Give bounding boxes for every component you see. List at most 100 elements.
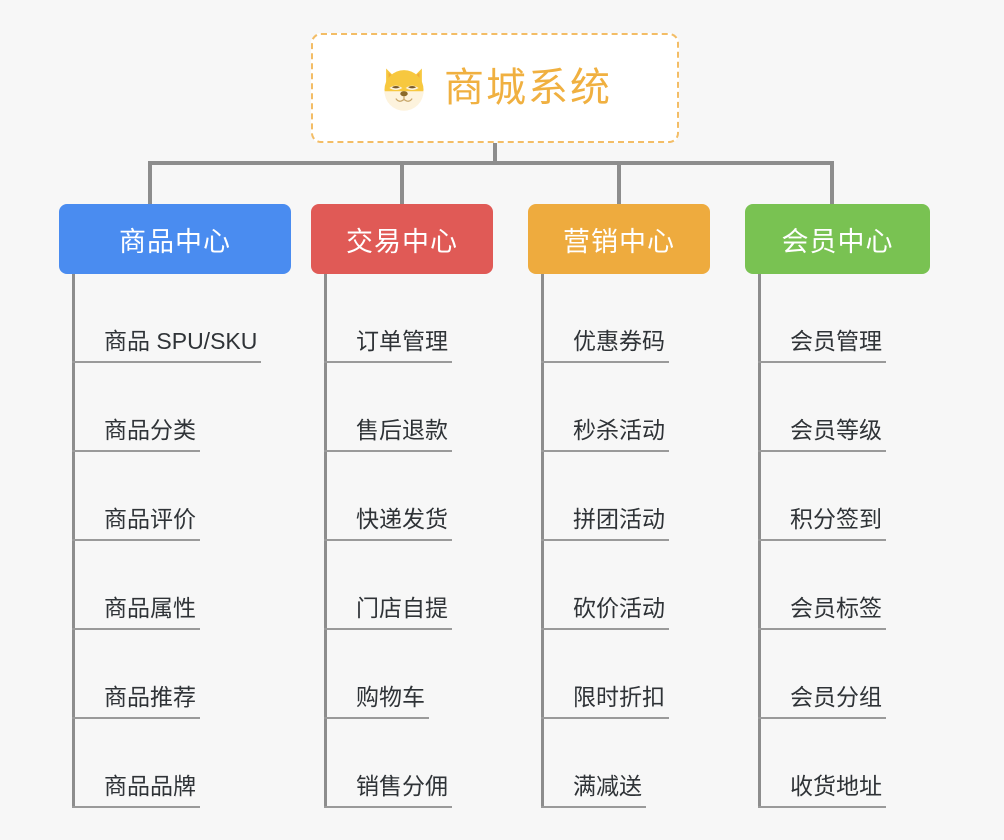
leaf-underline [758,628,886,630]
leaf-label: 门店自提 [356,594,448,621]
leaf-item[interactable]: 商品 SPU/SKU [59,274,291,363]
leaf-spine [72,274,75,808]
root-node[interactable]: 商城系统 [311,33,679,143]
leaf-list-3: 优惠券码 秒杀活动 拼团活动 砍价活动 限时折扣 满减送 [528,274,710,808]
category-header-3[interactable]: 营销中心 [528,204,710,274]
category-header-label: 交易中心 [346,226,458,257]
leaf-label: 砍价活动 [573,594,665,621]
leaf-list-2: 订单管理 售后退款 快递发货 门店自提 购物车 销售分佣 [311,274,493,808]
leaf-underline [324,539,452,541]
leaf-underline [72,539,200,541]
leaf-label: 限时折扣 [573,683,665,710]
leaf-underline [758,539,886,541]
leaf-label: 商品属性 [104,594,196,621]
leaf-underline [324,628,452,630]
category-column-4: 会员中心 会员管理 会员等级 积分签到 会员标签 会员分组 收货地址 [745,204,930,808]
leaf-label: 会员管理 [790,327,882,354]
leaf-item[interactable]: 拼团活动 [528,452,710,541]
leaf-item[interactable]: 快递发货 [311,452,493,541]
leaf-label: 购物车 [356,683,425,710]
connector-drop-1 [148,161,152,206]
leaf-underline [72,628,200,630]
leaf-label: 优惠券码 [573,327,665,354]
leaf-underline [541,806,646,808]
leaf-item[interactable]: 会员等级 [745,363,930,452]
leaf-label: 商品评价 [104,505,196,532]
connector-root-stem [493,143,497,165]
leaf-underline [541,539,669,541]
leaf-underline [72,361,262,363]
category-header-label: 商品中心 [119,226,231,257]
leaf-label: 秒杀活动 [573,416,665,443]
category-header-2[interactable]: 交易中心 [311,204,493,274]
leaf-item[interactable]: 商品分类 [59,363,291,452]
leaf-item[interactable]: 门店自提 [311,541,493,630]
leaf-item[interactable]: 会员标签 [745,541,930,630]
category-header-1[interactable]: 商品中心 [59,204,291,274]
leaf-item[interactable]: 购物车 [311,630,493,719]
leaf-label: 收货地址 [790,772,882,799]
category-column-3: 营销中心 优惠券码 秒杀活动 拼团活动 砍价活动 限时折扣 满减送 [528,204,710,808]
leaf-underline [72,450,200,452]
leaf-label: 商品分类 [104,416,196,443]
leaf-label: 满减送 [573,772,642,799]
leaf-underline [324,361,452,363]
leaf-underline [324,717,429,719]
leaf-underline [541,717,669,719]
leaf-underline [541,628,669,630]
leaf-label: 会员分组 [790,683,882,710]
leaf-item[interactable]: 商品推荐 [59,630,291,719]
leaf-item[interactable]: 收货地址 [745,719,930,808]
shiba-inu-dog-face-icon [378,62,430,114]
leaf-label: 拼团活动 [573,505,665,532]
leaf-underline [758,717,886,719]
leaf-label: 会员等级 [790,416,882,443]
leaf-underline [324,806,452,808]
leaf-underline [541,361,669,363]
leaf-item[interactable]: 会员分组 [745,630,930,719]
connector-drop-2 [400,161,404,206]
leaf-item[interactable]: 商品评价 [59,452,291,541]
leaf-label: 商品 SPU/SKU [104,327,258,354]
leaf-item[interactable]: 销售分佣 [311,719,493,808]
root-title: 商城系统 [444,66,612,110]
leaf-label: 会员标签 [790,594,882,621]
leaf-item[interactable]: 砍价活动 [528,541,710,630]
leaf-item[interactable]: 会员管理 [745,274,930,363]
leaf-item[interactable]: 售后退款 [311,363,493,452]
leaf-underline [72,806,200,808]
leaf-item[interactable]: 限时折扣 [528,630,710,719]
leaf-item[interactable]: 满减送 [528,719,710,808]
category-column-2: 交易中心 订单管理 售后退款 快递发货 门店自提 购物车 销售分佣 [311,204,493,808]
leaf-underline [541,450,669,452]
leaf-underline [758,450,886,452]
leaf-label: 快递发货 [356,505,448,532]
leaf-spine [758,274,761,808]
leaf-underline [324,450,452,452]
connector-drop-3 [617,161,621,206]
leaf-label: 商品推荐 [104,683,196,710]
leaf-label: 销售分佣 [356,772,448,799]
leaf-spine [541,274,544,808]
category-header-label: 会员中心 [781,226,894,257]
leaf-underline [758,361,886,363]
leaf-item[interactable]: 优惠券码 [528,274,710,363]
leaf-item[interactable]: 订单管理 [311,274,493,363]
connector-horizontal-bus [148,161,834,165]
leaf-item[interactable]: 积分签到 [745,452,930,541]
leaf-item[interactable]: 秒杀活动 [528,363,710,452]
leaf-list-1: 商品 SPU/SKU 商品分类 商品评价 商品属性 商品推荐 商品品牌 [59,274,291,808]
leaf-spine [324,274,327,808]
leaf-label: 积分签到 [790,505,882,532]
connector-drop-4 [830,161,834,206]
category-column-1: 商品中心 商品 SPU/SKU 商品分类 商品评价 商品属性 商品推荐 商品品牌 [59,204,291,808]
leaf-item[interactable]: 商品属性 [59,541,291,630]
leaf-underline [72,717,200,719]
leaf-label: 售后退款 [356,416,448,443]
category-header-label: 营销中心 [563,226,675,257]
leaf-item[interactable]: 商品品牌 [59,719,291,808]
category-header-4[interactable]: 会员中心 [745,204,930,274]
leaf-label: 商品品牌 [104,772,196,799]
leaf-list-4: 会员管理 会员等级 积分签到 会员标签 会员分组 收货地址 [745,274,930,808]
